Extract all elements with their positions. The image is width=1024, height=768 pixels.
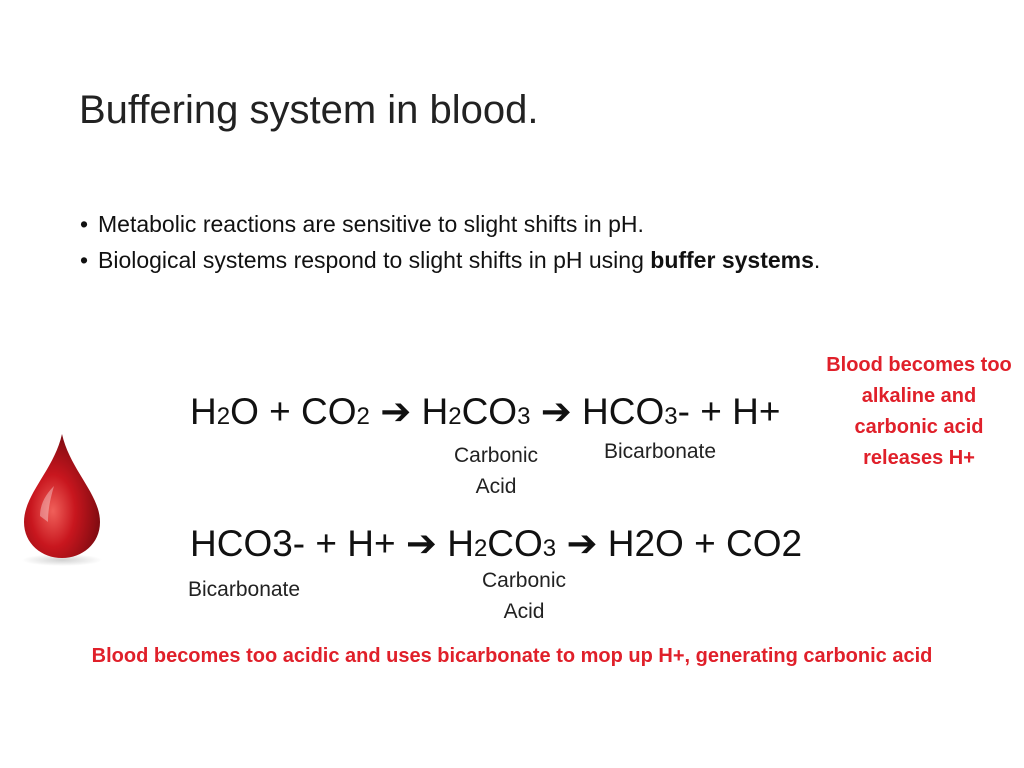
note-alkaline: Blood becomes too alkaline and carbonic … [826,354,1012,469]
slide-title: Buffering system in blood. [79,88,539,132]
right-arrow-icon: ➔ [380,391,412,432]
right-arrow-icon: ➔ [540,391,572,432]
label-carbonic-acid: Carbonic Acid [453,444,539,498]
buffer-systems-emphasis: buffer systems [650,247,814,273]
equation-bicarbonate-buffering: HCO3- + H+ ➔ H2CO3 ➔ H2O + CO2 [190,523,803,564]
bullet-item: •Biological systems respond to slight sh… [80,247,821,273]
label-bicarbonate: Bicarbonate [188,578,301,601]
blood-drop-icon [22,434,102,566]
bullet-item: •Metabolic reactions are sensitive to sl… [80,211,644,237]
equation-carbonic-dissociation: H2O + CO2 ➔ H2CO3 ➔ HCO3- + H+ [190,391,781,432]
right-arrow-icon: ➔ [405,523,437,564]
note-acidic: Blood becomes too acidic and uses bicarb… [91,645,933,667]
right-arrow-icon: ➔ [566,523,598,564]
label-bicarbonate: Bicarbonate [604,440,717,463]
bullet-list: •Metabolic reactions are sensitive to sl… [80,206,820,278]
label-carbonic-acid: Carbonic Acid [481,569,567,623]
